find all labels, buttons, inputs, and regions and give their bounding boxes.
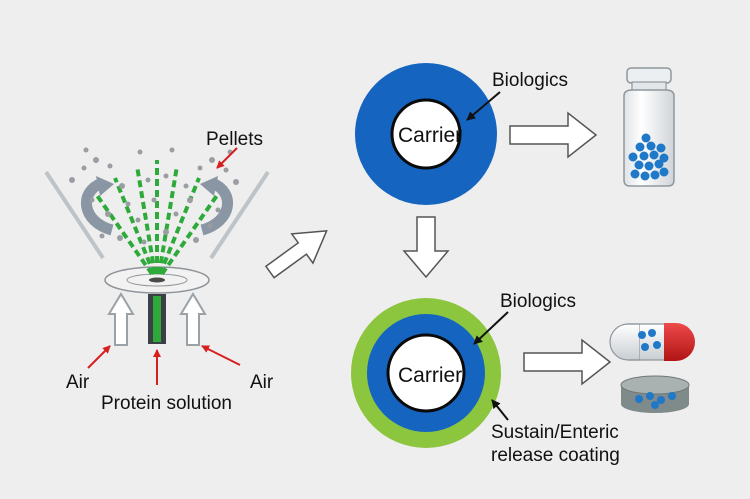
vial-with-pellets-icon [623, 67, 675, 187]
protein-solution-label: Protein solution [101, 393, 232, 414]
pellets-label: Pellets [206, 129, 263, 150]
air-right-label: Air [250, 372, 274, 393]
biologics-pointer-top [466, 91, 501, 121]
air-pointer-left [87, 345, 111, 369]
spray-nozzle [148, 294, 166, 344]
protein-spray [94, 160, 220, 276]
flow-arrow-to-dosage [523, 338, 612, 386]
distributor-plate [104, 266, 210, 294]
air-left-label: Air [66, 372, 90, 393]
circulation-arrow-right [200, 176, 233, 236]
capsule-icon [609, 323, 695, 361]
air-arrow-right [179, 292, 207, 346]
flow-arrow-diagonal [264, 229, 328, 279]
pellet-particles [69, 147, 239, 245]
biologics-coated-particle [355, 63, 497, 205]
biologics-pointer-bottom [473, 311, 509, 345]
biologics-label-top: Biologics [492, 70, 568, 91]
tablet-dish-icon [620, 375, 690, 413]
vial-pellets [628, 133, 669, 181]
flow-arrow-to-vial [509, 111, 598, 159]
fluid-bed-coater-icon [44, 147, 270, 385]
air-arrow-left [107, 292, 135, 346]
carrier-label-top: Carrier [398, 124, 462, 147]
enteric-coated-particle [351, 298, 501, 448]
pellets-pointer [216, 147, 238, 169]
flow-arrow-down [402, 216, 450, 279]
coating-label-line1: Sustain/Enteric [491, 422, 619, 443]
carrier-label-bottom: Carrier [398, 364, 462, 387]
coating-pointer [491, 399, 509, 421]
biologics-label-bottom: Biologics [500, 291, 576, 312]
circulation-arrow-left [81, 176, 114, 236]
air-pointer-right [201, 345, 241, 366]
coating-label-line2: release coating [491, 445, 620, 466]
